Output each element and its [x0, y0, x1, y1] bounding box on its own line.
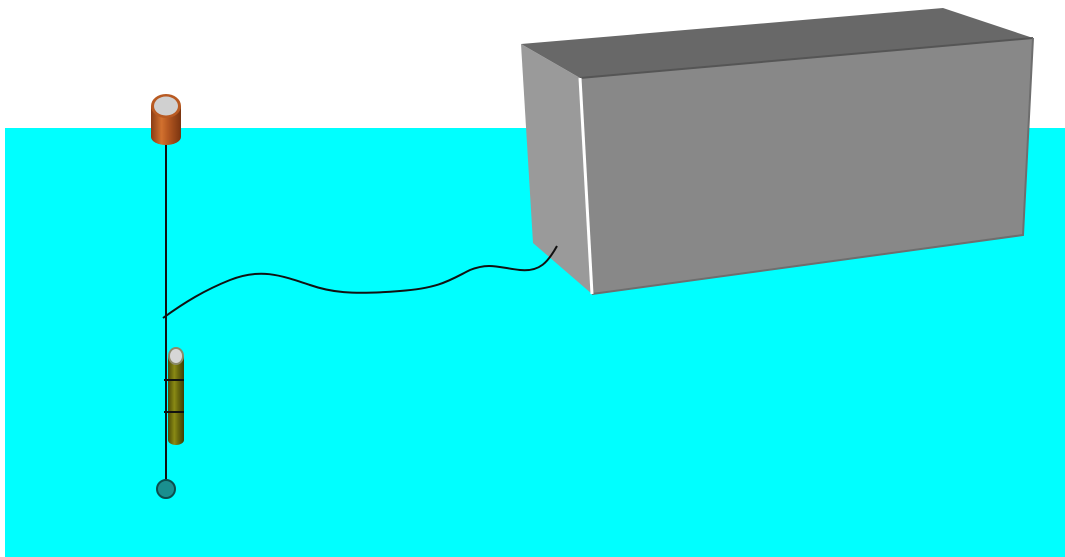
surface-buoy-icon: [151, 94, 181, 145]
box-structure-icon: [521, 8, 1034, 295]
cable-line: [162, 245, 558, 319]
anchor-weight-icon: [156, 479, 176, 499]
box-front-face: [580, 38, 1033, 294]
box-side-face: [521, 44, 592, 294]
sensor-canister-icon: [164, 347, 184, 445]
box-top-edge: [579, 37, 1034, 79]
box-right-edge: [591, 37, 1034, 295]
box-highlight-edge: [578, 77, 594, 295]
box-top-face: [521, 8, 1033, 78]
